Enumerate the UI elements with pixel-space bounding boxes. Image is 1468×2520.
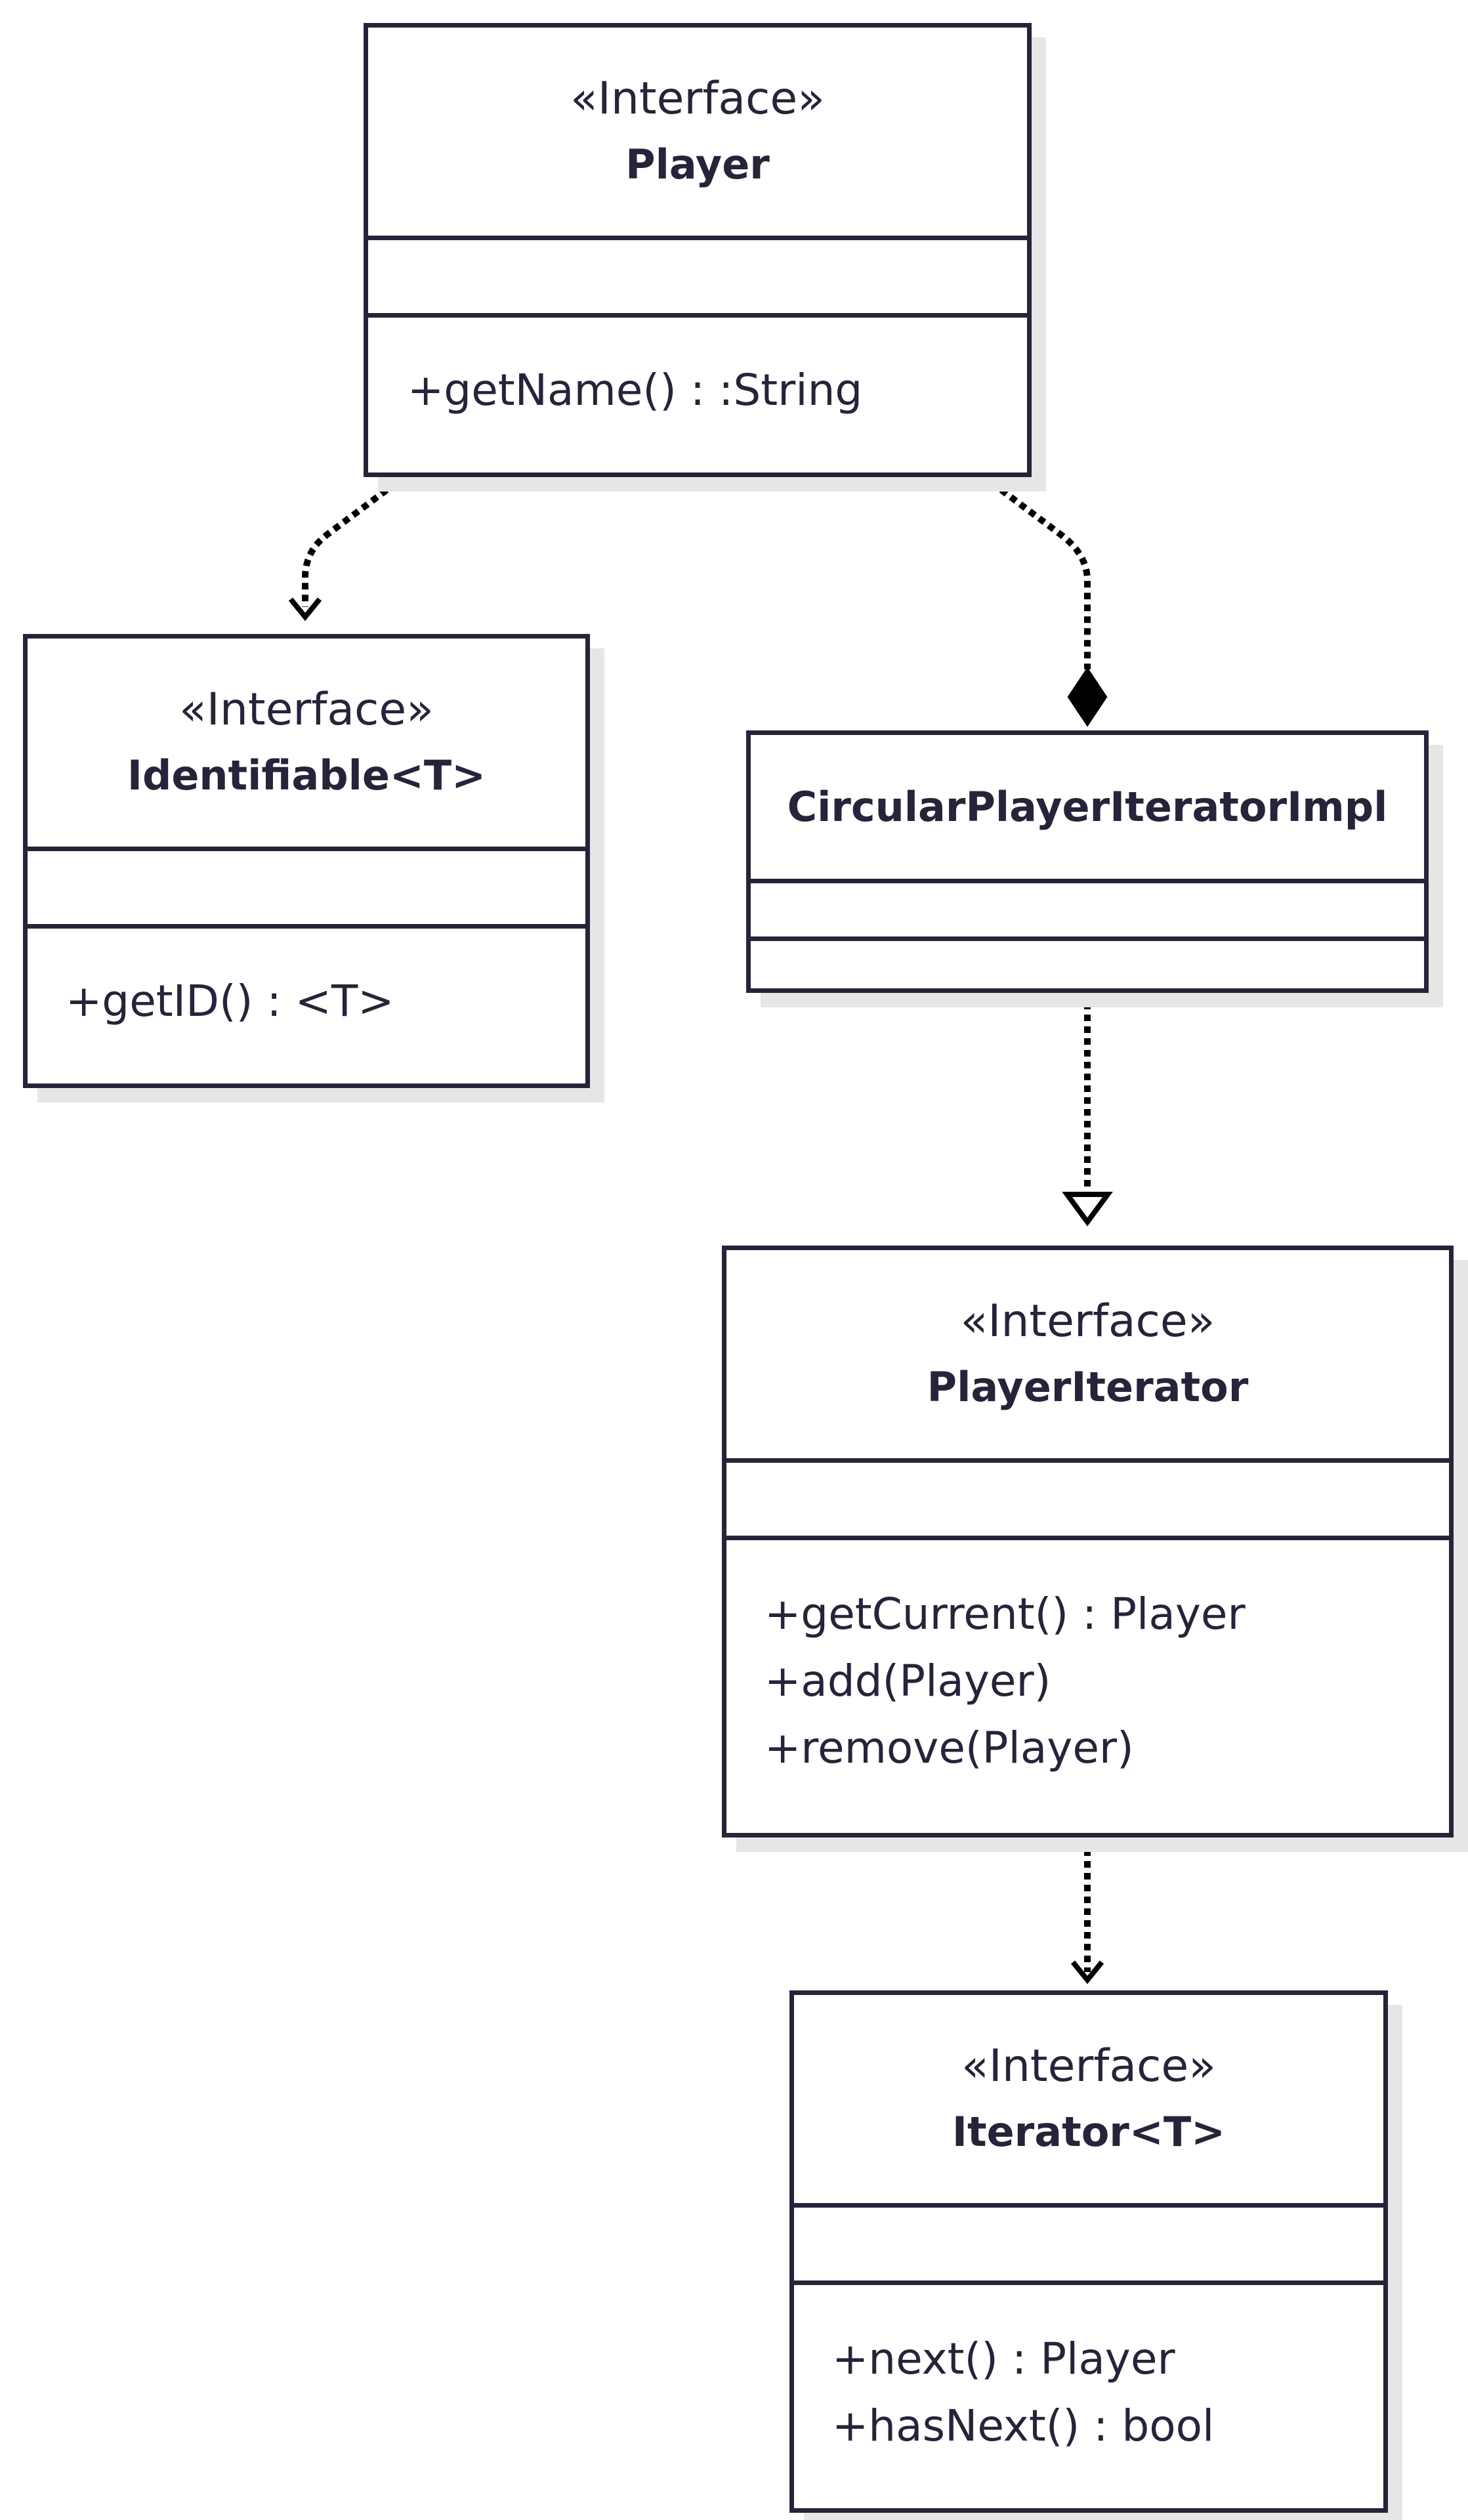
method-signature: +remove(Player)	[765, 1723, 1134, 1773]
class-header: «Interface» Identifiable<T>	[28, 639, 585, 851]
stereotype-label: «Interface»	[570, 72, 825, 125]
class-name: Player	[625, 140, 770, 188]
method-signature: +getName() : :String	[408, 365, 863, 415]
class-header: «Interface» Iterator<T>	[794, 1995, 1383, 2208]
method-signature: +add(Player)	[765, 1656, 1051, 1706]
attributes-compartment	[794, 2208, 1383, 2285]
player-to-identifiable-arrowhead	[288, 597, 322, 621]
class-name: Iterator<T>	[952, 2107, 1226, 2156]
method-signature: +getCurrent() : Player	[765, 1589, 1246, 1639]
attributes-compartment	[368, 240, 1027, 318]
attributes-compartment	[751, 883, 1424, 941]
player-to-identifiable-connector	[302, 473, 408, 607]
attributes-compartment	[28, 851, 585, 929]
class-box-player[interactable]: «Interface» Player +getName() : :String	[364, 23, 1032, 477]
class-name: PlayerIterator	[927, 1362, 1249, 1411]
class-name: CircularPlayerIteratorImpl	[787, 782, 1388, 831]
methods-compartment: +getCurrent() : Player +add(Player) +rem…	[726, 1540, 1449, 1782]
attributes-compartment	[726, 1463, 1449, 1540]
stereotype-label: «Interface»	[960, 1295, 1215, 1347]
stereotype-label: «Interface»	[961, 2040, 1216, 2092]
class-header: CircularPlayerIteratorImpl	[751, 735, 1424, 883]
player-to-impl-diamond	[1067, 667, 1108, 727]
method-signature: +getID() : <T>	[66, 976, 394, 1026]
class-header: «Interface» Player	[368, 28, 1027, 240]
class-name: Identifiable<T>	[127, 751, 486, 799]
class-box-circular-player-iterator-impl[interactable]: CircularPlayerIteratorImpl	[746, 730, 1429, 993]
method-signature: +next() : Player	[832, 2334, 1175, 2384]
class-box-iterator[interactable]: «Interface» Iterator<T> +next() : Player…	[789, 1990, 1388, 2513]
class-box-identifiable[interactable]: «Interface» Identifiable<T> +getID() : <…	[23, 634, 590, 1088]
methods-compartment: +next() : Player +hasNext() : bool	[794, 2285, 1383, 2460]
player-to-impl-connector	[980, 473, 1091, 669]
methods-compartment: +getID() : <T>	[28, 929, 585, 1035]
class-header: «Interface» PlayerIterator	[726, 1250, 1449, 1463]
stereotype-label: «Interface»	[179, 683, 434, 736]
playeriterator-to-iterator-arrowhead	[1070, 1960, 1104, 1984]
methods-compartment: +getName() : :String	[368, 318, 1027, 424]
method-signature: +hasNext() : bool	[832, 2401, 1215, 2451]
class-box-player-iterator[interactable]: «Interface» PlayerIterator +getCurrent()…	[722, 1246, 1454, 1838]
impl-to-playeriterator-triangle	[1062, 1192, 1113, 1227]
